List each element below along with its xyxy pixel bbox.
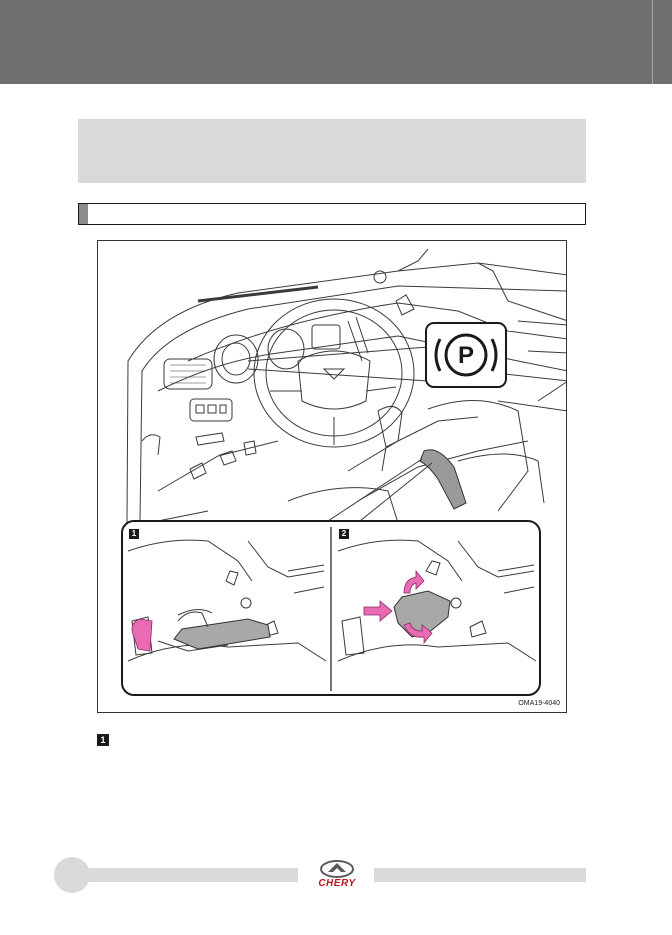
section-title-block: [78, 119, 586, 183]
car-interior-drawing: P: [121, 248, 566, 696]
footer-bar-right: [374, 868, 586, 882]
step-1-badge: 1: [129, 529, 139, 539]
subsection-heading-bar: [78, 203, 586, 225]
thumb-tab-divider: [652, 0, 653, 84]
step-2-badge: 2: [339, 529, 349, 539]
footer-bar-left: [72, 868, 298, 882]
brand-wordmark: CHERY: [318, 878, 356, 889]
chery-logo: CHERY: [306, 860, 368, 894]
note-step-badge: 1: [97, 734, 109, 746]
figure-code: OMA19-4040: [518, 700, 560, 707]
chery-emblem-icon: [320, 860, 354, 878]
subsection-marker: [79, 204, 88, 224]
parking-brake-illustration: P: [97, 240, 567, 713]
parking-brake-symbol: P: [458, 342, 474, 369]
page-header-banner: [0, 0, 672, 84]
